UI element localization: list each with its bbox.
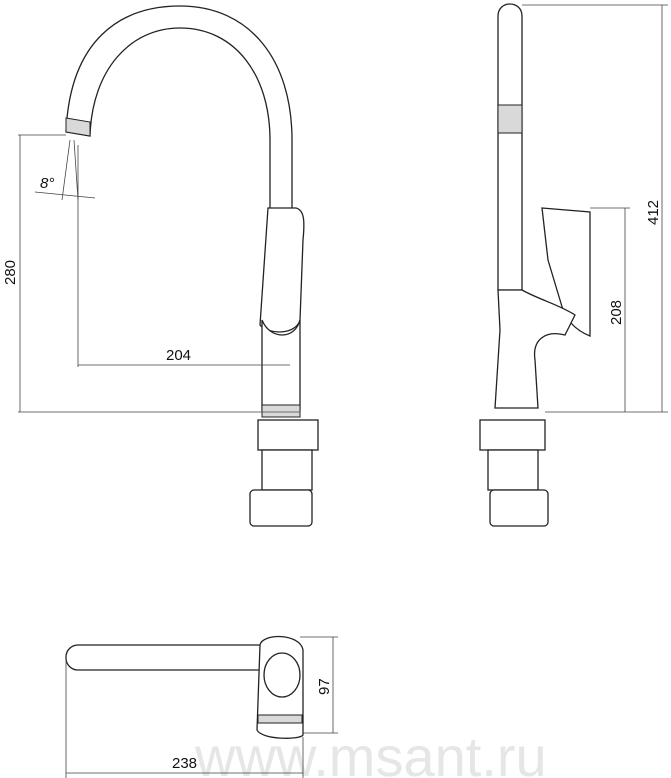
side-aerator xyxy=(497,104,523,134)
side-shank xyxy=(487,449,539,491)
dim-spout-reach: 204 xyxy=(166,347,191,364)
dim-handle-height: 208 xyxy=(608,300,625,325)
front-shank xyxy=(261,449,313,491)
top-slot xyxy=(257,714,303,724)
side-base-nut xyxy=(489,489,549,527)
dim-total-height: 412 xyxy=(645,200,662,225)
front-body-ring xyxy=(261,404,301,418)
front-spout-tip xyxy=(65,117,91,137)
dim-spout-height: 280 xyxy=(2,260,19,285)
top-view xyxy=(65,635,304,739)
dim-spout-angle: 8° xyxy=(40,175,54,192)
front-handle xyxy=(259,207,305,333)
dimension-lines xyxy=(18,4,668,778)
side-tube xyxy=(497,3,523,291)
side-nut xyxy=(479,419,546,451)
watermark: www.msant.ru xyxy=(194,725,547,778)
front-base-nut xyxy=(249,489,313,527)
front-nut xyxy=(257,419,319,451)
top-handle xyxy=(263,652,301,698)
side-view xyxy=(479,3,591,527)
front-view xyxy=(65,5,319,527)
dim-top-width: 97 xyxy=(316,678,333,695)
side-body xyxy=(494,289,576,409)
dim-top-length: 238 xyxy=(172,755,197,772)
front-spout xyxy=(65,5,293,211)
